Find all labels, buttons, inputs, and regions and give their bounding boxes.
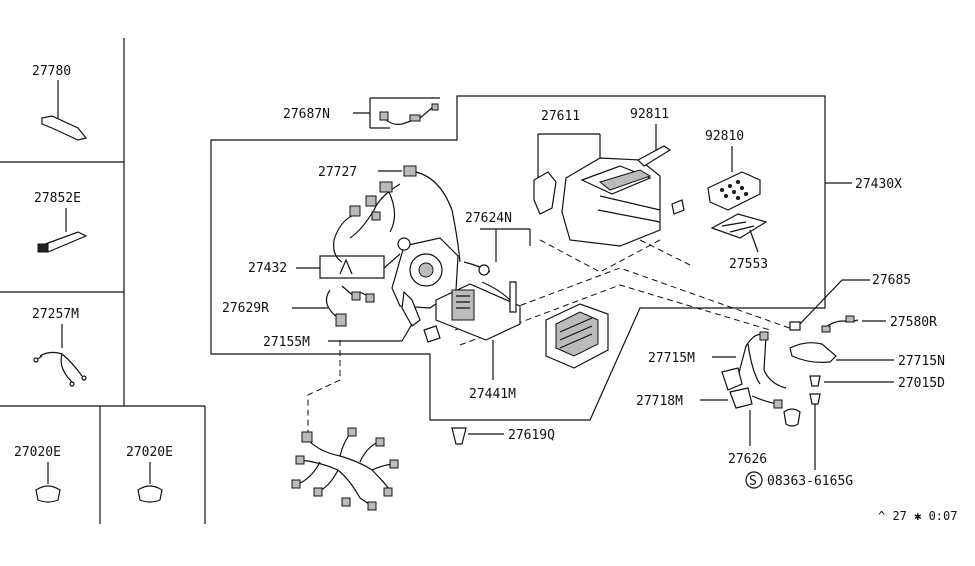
- label-27715N: 27715N: [898, 354, 945, 369]
- part-27687N: 27687N: [283, 97, 440, 129]
- label-27626: 27626: [728, 452, 767, 467]
- part-27432: 27432: [248, 237, 459, 327]
- part-27715M: 27715M: [648, 331, 787, 389]
- label-27020E-a: 27020E: [14, 445, 61, 460]
- part-27430X: 27430X: [825, 177, 902, 192]
- label-27852E: 27852E: [34, 191, 81, 206]
- part-92811: 92811: [630, 107, 672, 167]
- part-27685: 27685: [789, 273, 911, 331]
- diagram-code: ^ 27 ✱ 0:07: [878, 509, 957, 523]
- part-27155M: 27155M: [263, 323, 413, 350]
- control-unit-assembly: [533, 157, 685, 247]
- screw-symbol-letter: S: [749, 474, 757, 489]
- part-92810: 92810: [705, 129, 761, 211]
- part-27020E-cell-a: 27020E: [14, 445, 61, 503]
- label-92811: 92811: [630, 107, 669, 122]
- part-27619Q: 27619Q: [451, 427, 555, 445]
- small-harness-icon: [35, 351, 83, 383]
- label-27580R: 27580R: [890, 315, 937, 330]
- label-27629R: 27629R: [222, 301, 269, 316]
- label-27432: 27432: [248, 261, 287, 276]
- part-27715N: 27715N: [789, 342, 945, 369]
- label-27611: 27611: [541, 109, 580, 124]
- label-27687N: 27687N: [283, 107, 330, 122]
- part-27718M: 27718M: [636, 367, 783, 409]
- label-27020E-b: 27020E: [126, 445, 173, 460]
- part-27441M: 27441M: [423, 281, 521, 402]
- label-27015D: 27015D: [898, 376, 945, 391]
- grommet-icon-b: [137, 485, 163, 503]
- part-27020E-cell-b: 27020E: [126, 445, 173, 503]
- part-27626: 27626: [728, 408, 801, 467]
- main-wiring-harness: [291, 427, 399, 511]
- part-27257M-cell: 27257M: [32, 307, 87, 387]
- label-27715M: 27715M: [648, 351, 695, 366]
- dashed-leaders: [307, 239, 796, 432]
- part-27580R: 27580R: [821, 315, 937, 333]
- label-27430X: 27430X: [855, 177, 902, 192]
- label-27257M: 27257M: [32, 307, 79, 322]
- label-27619Q: 27619Q: [508, 428, 555, 443]
- part-27553: 27553: [710, 213, 768, 272]
- part-27780-cell: 27780: [32, 64, 88, 141]
- label-27685: 27685: [872, 273, 911, 288]
- part-27624N: 27624N: [463, 211, 531, 301]
- label-08363-6165G: 08363-6165G: [767, 474, 853, 489]
- label-27718M: 27718M: [636, 394, 683, 409]
- screw-symbol-icon: [745, 471, 763, 489]
- label-27155M: 27155M: [263, 335, 310, 350]
- clip-icon: [41, 115, 88, 141]
- part-27727: 27727: [318, 165, 461, 263]
- part-27852E-cell: 27852E: [34, 191, 88, 253]
- label-27441M: 27441M: [469, 387, 516, 402]
- left-panel-grid: [0, 38, 206, 524]
- part-27015D: 27015D: [809, 375, 945, 391]
- large-ecu-module: [545, 303, 609, 369]
- label-92810: 92810: [705, 129, 744, 144]
- label-27624N: 27624N: [465, 211, 512, 226]
- label-27780: 27780: [32, 64, 71, 79]
- label-27553: 27553: [729, 257, 768, 272]
- grommet-icon-a: [35, 485, 61, 503]
- part-08363-6165G: S 08363-6165G: [745, 393, 853, 489]
- part-27629R: 27629R: [222, 285, 375, 327]
- main-assembly-outline: [210, 95, 826, 421]
- label-27727: 27727: [318, 165, 357, 180]
